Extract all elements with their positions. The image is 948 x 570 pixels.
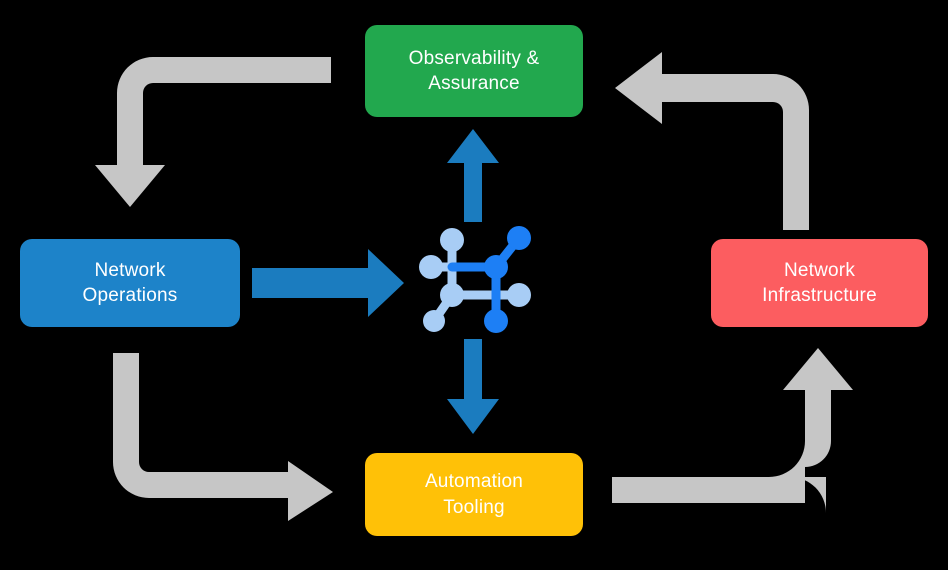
node-label-network-operations: Network Operations: [82, 259, 178, 306]
gray-arrow-automation-to-infrastructure-corner: [769, 467, 805, 503]
gray-arrow-observability-to-operations: [95, 57, 331, 207]
gray-arrow-infrastructure-to-observability: [615, 52, 809, 230]
blue-arrow-center-to-observability: [447, 129, 499, 222]
node-box-network-operations[interactable]: Network Operations: [20, 239, 240, 327]
node-box-network-infrastructure[interactable]: Network Infrastructure: [711, 239, 928, 327]
network-topology-icon: [419, 226, 531, 333]
node-label-automation-tooling: Automation Tooling: [424, 471, 524, 518]
gray-arrow-operations-to-automation: [113, 353, 333, 521]
blue-arrow-operations-to-center: [252, 249, 404, 317]
node-label-observability: Observability & Assurance: [408, 47, 540, 94]
node-box-automation-tooling[interactable]: Automation Tooling: [365, 453, 583, 536]
topology-edges-primary: [447, 233, 524, 326]
node-label-network-infrastructure: Network Infrastructure: [762, 259, 877, 306]
node-box-observability[interactable]: Observability & Assurance: [365, 25, 583, 117]
topology-nodes-primary: [484, 226, 531, 333]
gray-arrow-automation-to-infrastructure-body: [612, 348, 853, 503]
topology-nodes-secondary: [419, 228, 531, 332]
blue-arrow-center-to-automation: [447, 339, 499, 434]
